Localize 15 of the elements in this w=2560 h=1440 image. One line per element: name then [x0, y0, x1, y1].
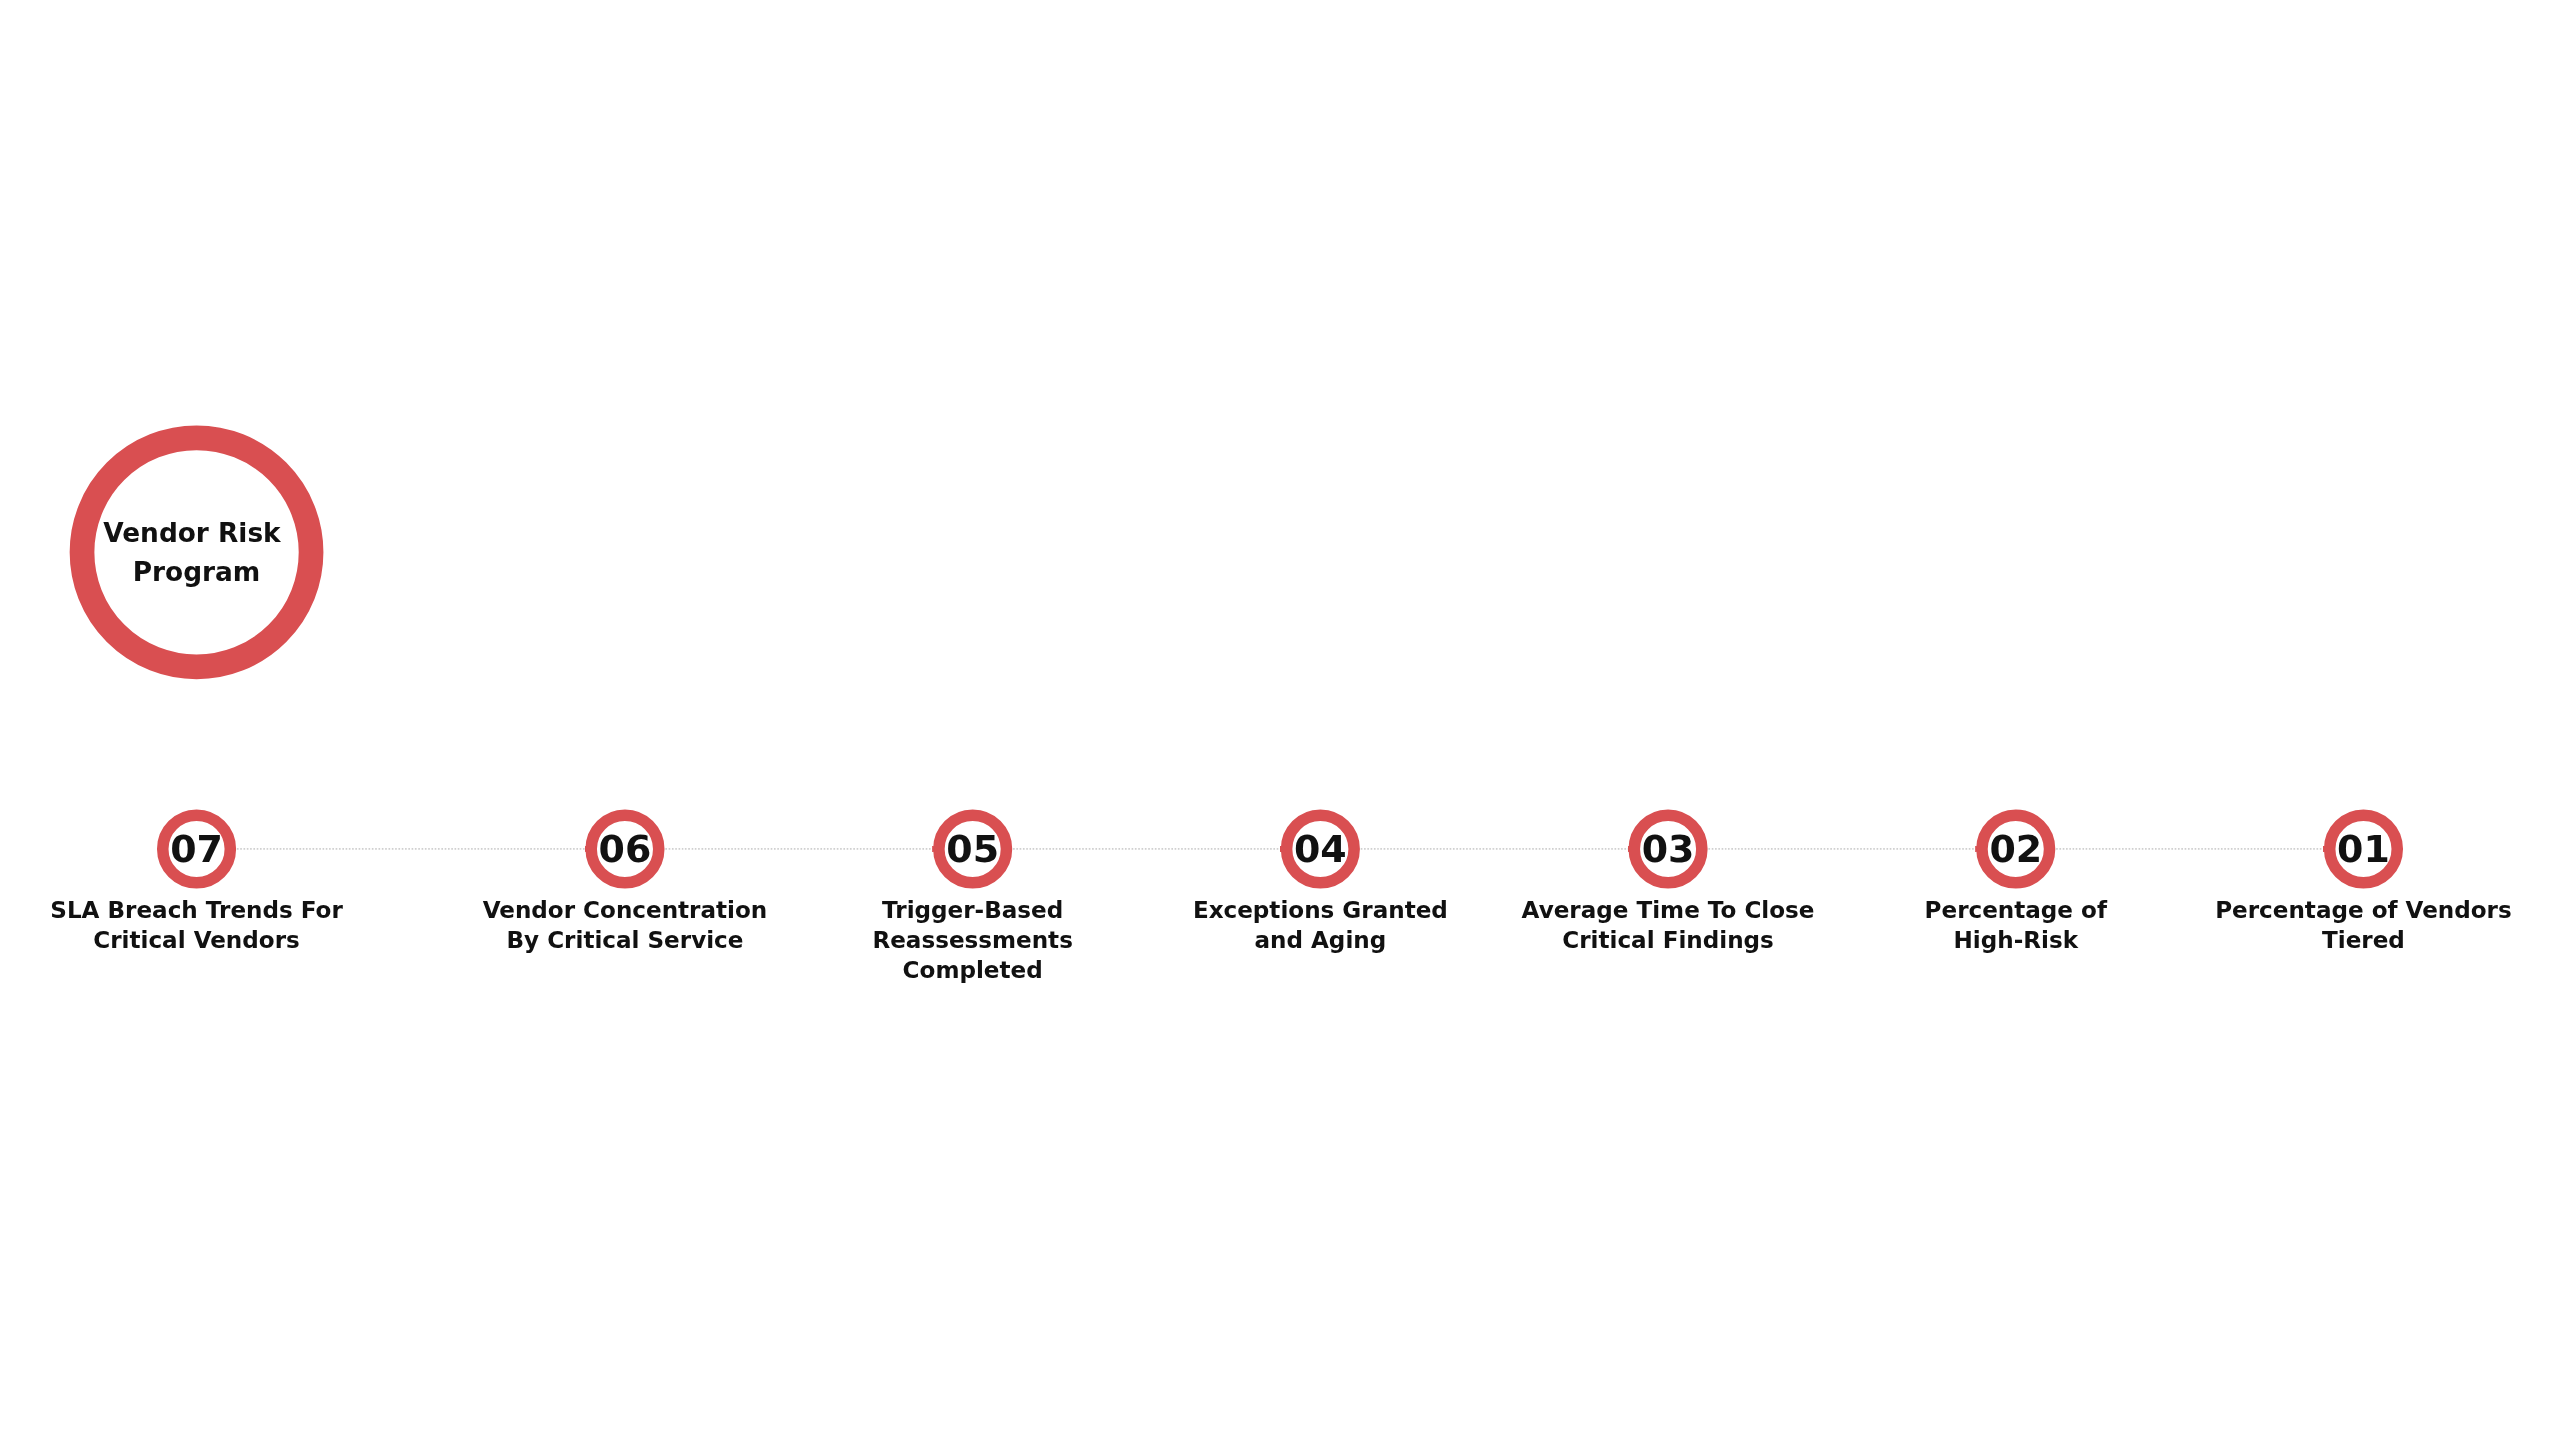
- node-circle: 03: [1628, 809, 1708, 889]
- metric-caption: Percentage of High-Risk: [1923, 895, 2109, 956]
- metric-caption: Trigger-Based Reassessments Completed: [871, 895, 1074, 986]
- metric-caption: Vendor Concentration By Critical Service: [481, 895, 769, 956]
- metric-caption: Percentage of Vendors Tiered: [2215, 895, 2512, 956]
- node-circle: 06: [585, 809, 665, 889]
- metric-caption: Exceptions Granted and Aging: [1191, 895, 1449, 956]
- node-circle: 04: [1280, 809, 1360, 889]
- node-circle: 01: [2323, 809, 2403, 889]
- node-circle: 05: [933, 809, 1013, 889]
- node-circle: 07: [157, 809, 237, 889]
- node-circle: 02: [1976, 809, 2056, 889]
- node-circle: Vendor Risk Program: [69, 425, 324, 680]
- metric-caption: SLA Breach Trends For Critical Vendors: [49, 895, 344, 956]
- metric-caption: Average Time To Close Critical Findings: [1520, 895, 1816, 956]
